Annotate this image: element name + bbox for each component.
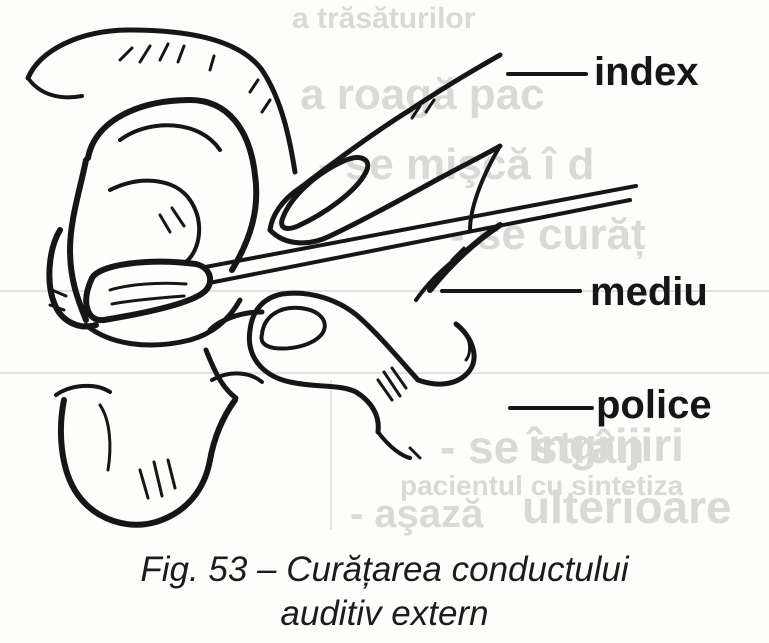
leader-line-index	[506, 72, 588, 76]
figure-caption-line-2: auditiv extern	[0, 596, 769, 631]
label-mediu: mediu	[590, 272, 708, 312]
cotton-swab-drawing	[86, 186, 636, 320]
figure-caption-line-1: Fig. 53 – Curățarea conductului	[0, 552, 769, 587]
leader-line-police	[508, 406, 594, 410]
label-police: police	[596, 385, 712, 425]
label-index: index	[594, 52, 698, 92]
leader-line-mediu	[440, 289, 582, 293]
